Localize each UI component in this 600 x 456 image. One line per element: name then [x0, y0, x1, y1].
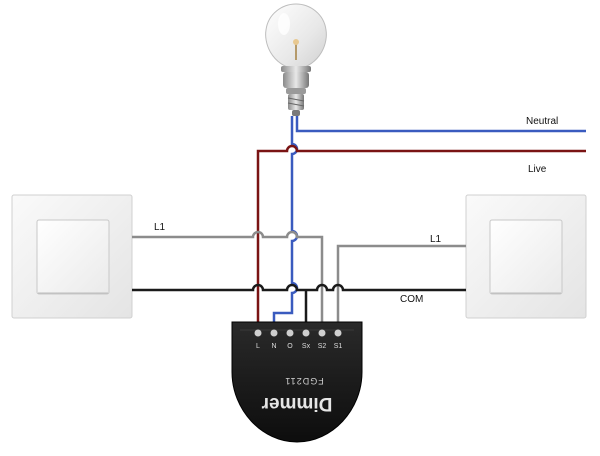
- live-label: Live: [528, 164, 547, 175]
- right-wall-switch[interactable]: [465, 194, 587, 319]
- left-wall-switch[interactable]: [11, 194, 133, 319]
- neutral-label: Neutral: [526, 116, 558, 127]
- com-wire: [132, 283, 466, 292]
- terminal-screws: [254, 329, 342, 337]
- l1-left-label: L1: [154, 222, 166, 233]
- device-brand-label: Dimmer: [261, 393, 332, 414]
- light-bulb-icon: [265, 3, 327, 116]
- terminal-label-sx: Sx: [302, 343, 311, 350]
- device-model-label: FGD211: [284, 376, 323, 386]
- terminal-label-l: L: [256, 343, 260, 350]
- neutral-wire: [295, 116, 586, 133]
- terminal-label-o: O: [287, 343, 293, 350]
- terminal-label-s1: S1: [334, 343, 343, 350]
- live-wire: [256, 144, 586, 332]
- bulb-to-output-wire: [272, 116, 299, 332]
- l1-right-wire: [336, 244, 466, 332]
- com-label: COM: [400, 294, 423, 305]
- terminal-label-n: N: [271, 343, 276, 350]
- dimmer-device: L N O Sx S2 S1 Dimmer FGD211: [231, 321, 363, 443]
- l1-right-label: L1: [430, 234, 442, 245]
- l1-left-wire: [132, 230, 324, 332]
- terminal-label-s2: S2: [318, 343, 327, 350]
